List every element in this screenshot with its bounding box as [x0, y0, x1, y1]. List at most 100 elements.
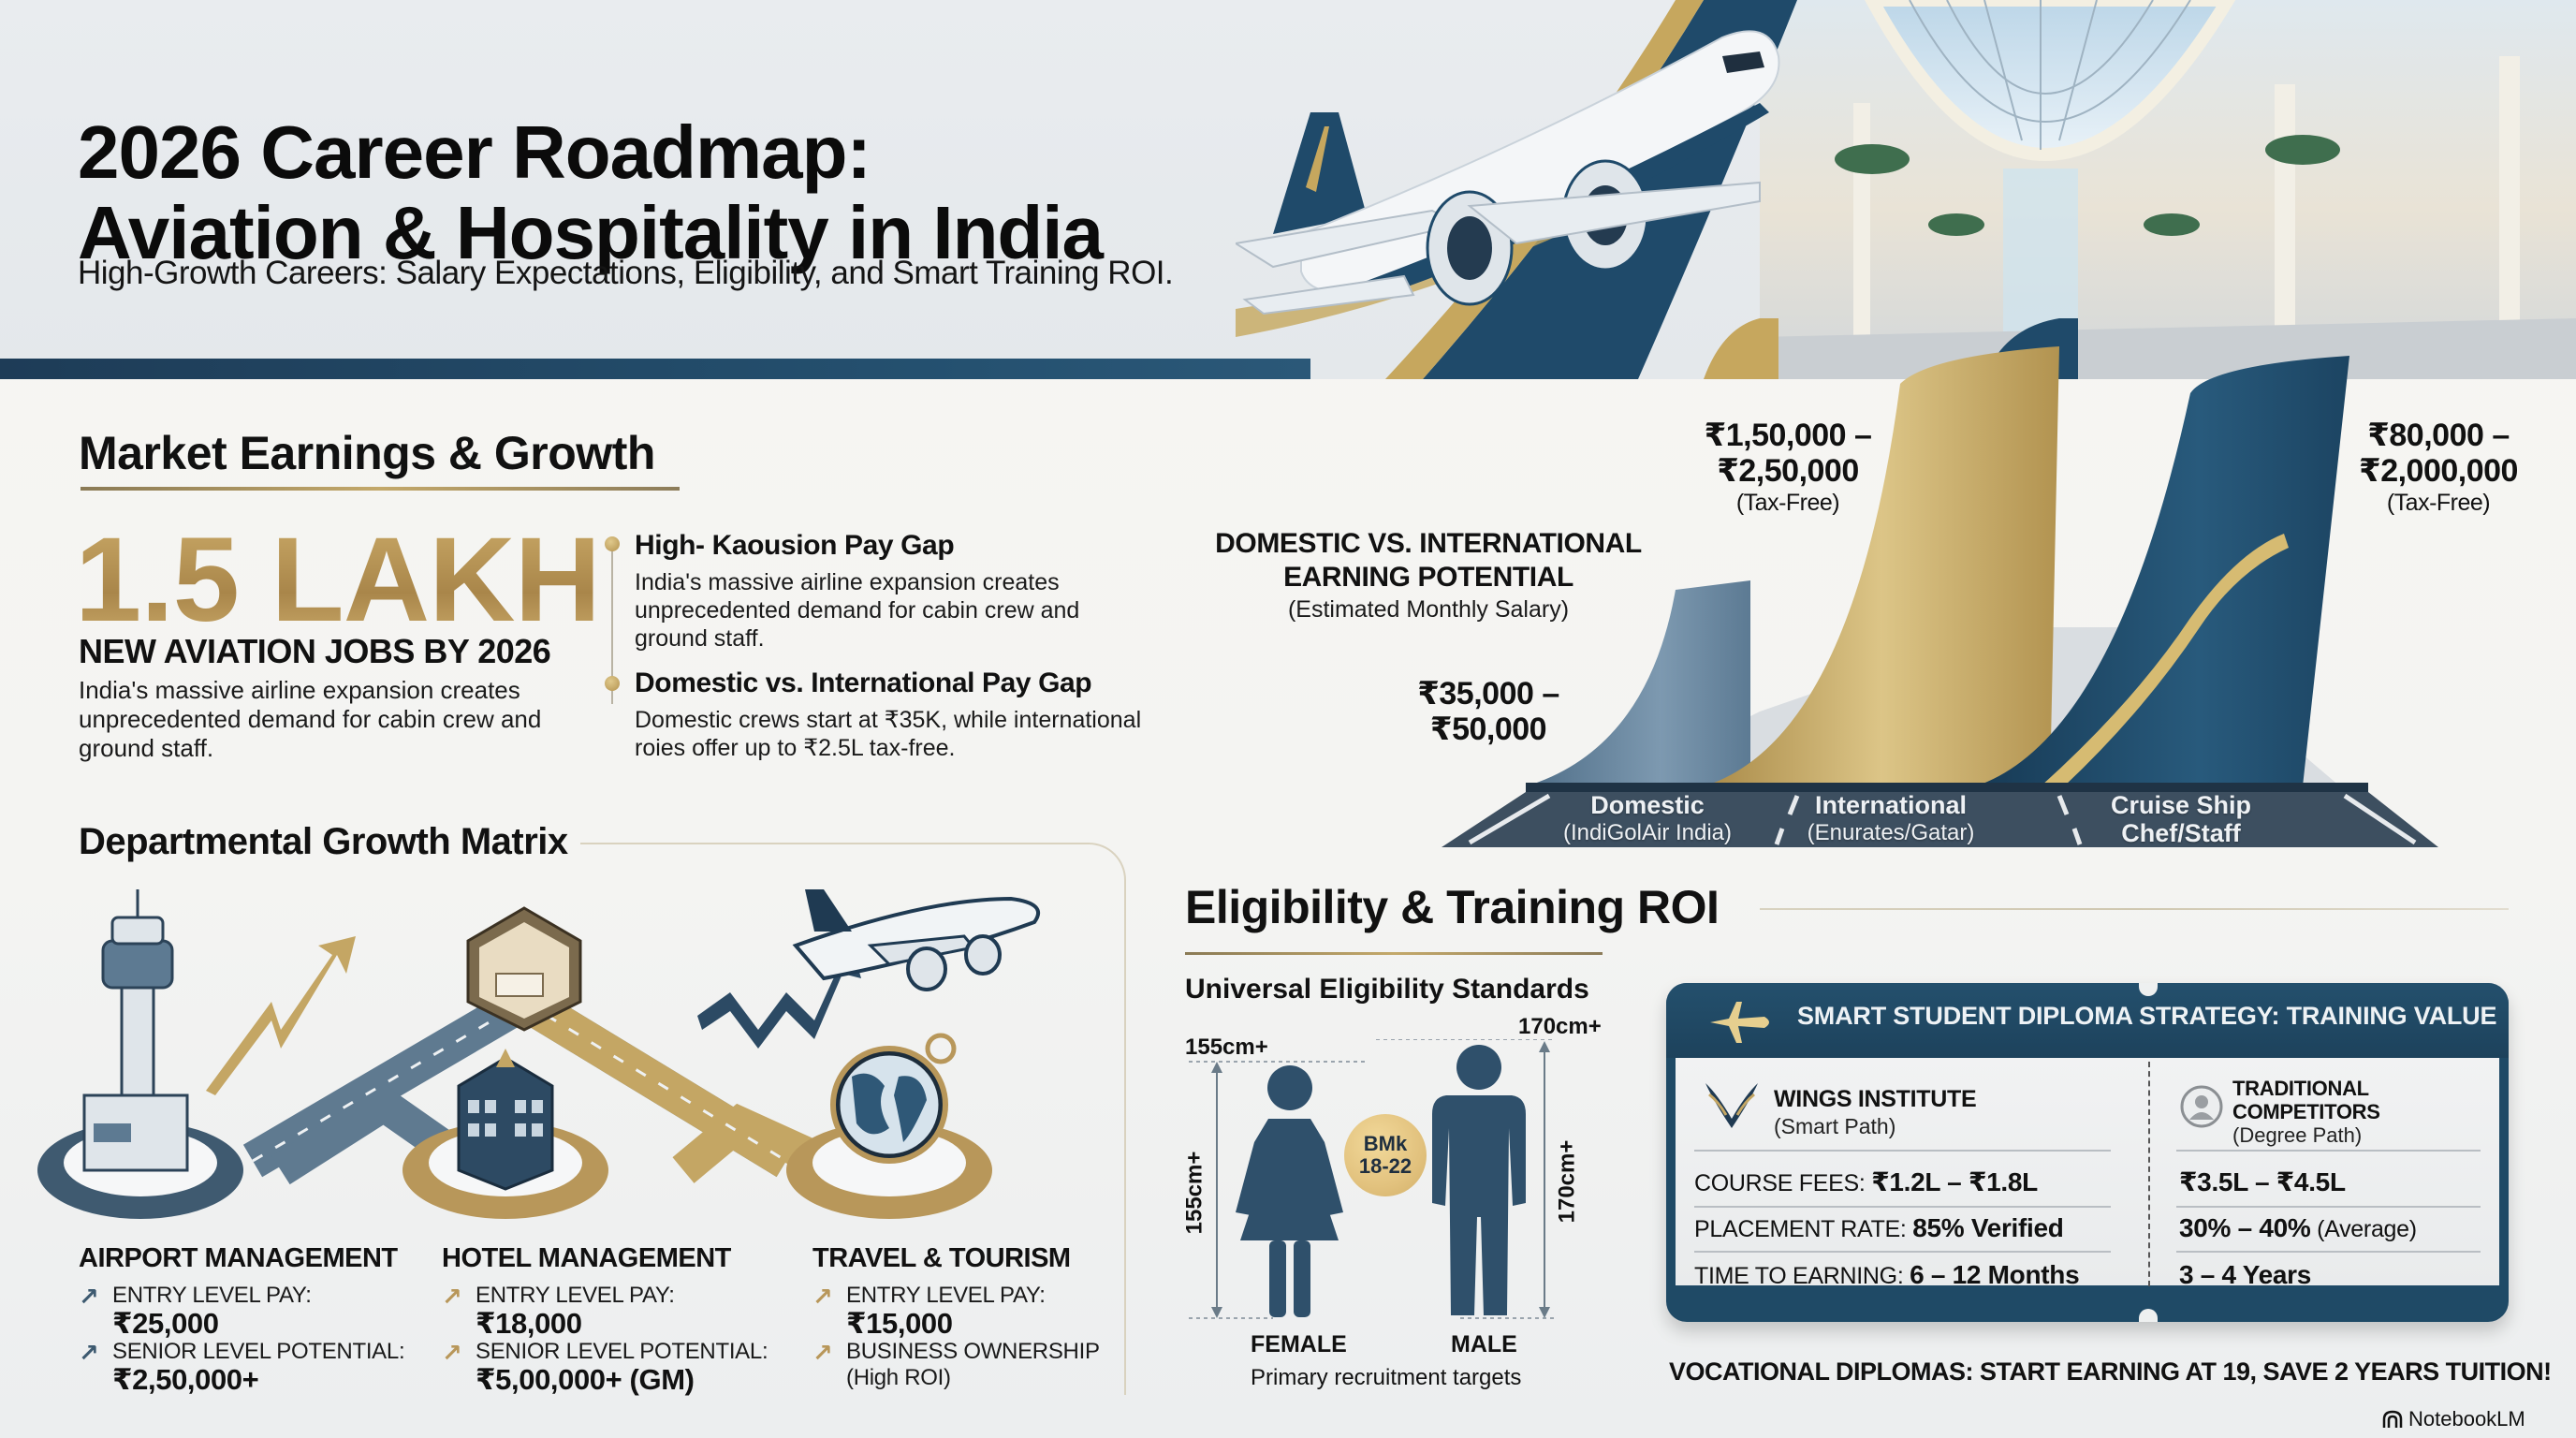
control-tower-icon	[82, 889, 189, 1172]
dept-senior-value: (High ROI)	[846, 1365, 951, 1390]
bmi-badge: BMk 18-22	[1344, 1114, 1427, 1196]
competitors-path: (Degree Path)	[2232, 1123, 2363, 1147]
ticket-perforation	[2148, 1062, 2150, 1286]
eligibility-extension-rule	[1760, 908, 2509, 910]
dept-entry-label: ENTRY LEVEL PAY:	[846, 1283, 1046, 1308]
market-heading: Market Earnings & Growth	[79, 427, 655, 479]
trend-up-arrow-icon: ↗	[79, 1283, 99, 1311]
wings-placement-rate: PLACEMENT RATE: 85% Verified	[1694, 1213, 2064, 1242]
wings-time-to-earning: TIME TO EARNING: 6 – 12 Months	[1694, 1260, 2080, 1289]
airplane-icon	[1236, 30, 1780, 315]
notebooklm-logo-icon	[2382, 1410, 2403, 1428]
airplane-icon	[1710, 1002, 1769, 1043]
jobs-stat-body: India's massive airline expansion create…	[79, 676, 542, 762]
trend-up-arrow-icon: ↗	[79, 1339, 99, 1367]
hero-header: 2026 Career Roadmap: Aviation & Hospital…	[0, 0, 2576, 379]
matrix-frame	[580, 843, 1126, 1395]
trend-up-arrow-icon: ↗	[812, 1283, 833, 1311]
cruise-salary-label: ₹80,000 – ₹2,000,000 (Tax-Free)	[2359, 418, 2518, 516]
matrix-heading: Departmental Growth Matrix	[79, 821, 568, 862]
chart-subtitle: (Estimated Monthly Salary)	[1287, 596, 1570, 623]
ticket-header	[1666, 983, 2509, 1058]
dept-senior-label: SENIOR LEVEL POTENTIAL:	[112, 1339, 405, 1364]
female-height-vertical-label: 155cm+	[1181, 1151, 1208, 1235]
user-avatar-icon	[2180, 1085, 2223, 1128]
international-salary-label: ₹1,50,000 – ₹2,50,000 (Tax-Free)	[1704, 418, 1872, 516]
page-subtitle: High-Growth Careers: Salary Expectations…	[78, 255, 1174, 291]
male-label: MALE	[1451, 1331, 1517, 1357]
ticket-rule	[2176, 1150, 2481, 1152]
ticket-rule	[1694, 1206, 2111, 1208]
ticket-notch-bottom	[2139, 1309, 2158, 1322]
competitors-placement-rate: 30% – 40% (Average)	[2179, 1213, 2417, 1242]
dept-senior-value: ₹5,00,000+ (GM)	[476, 1363, 695, 1396]
earnings-tail-chart	[1442, 346, 2438, 847]
dept-senior-value: ₹2,50,000+	[112, 1363, 259, 1396]
bullet-dot-icon	[605, 536, 620, 551]
page-title: 2026 Career Roadmap: Aviation & Hospital…	[78, 110, 1104, 274]
domestic-tail-bar	[1526, 580, 1750, 786]
growth-map-illustration	[37, 889, 1041, 1219]
ticket-title: SMART STUDENT DIPLOMA STRATEGY: TRAINING…	[1797, 1002, 2497, 1030]
ticket-rule	[1694, 1251, 2111, 1253]
cruise-tail-bar	[1975, 356, 2349, 786]
vocational-cta: VOCATIONAL DIPLOMAS: START EARNING AT 19…	[1669, 1357, 2552, 1386]
dept-title: HOTEL MANAGEMENT	[442, 1243, 731, 1273]
dept-entry-value: ₹15,000	[846, 1307, 953, 1340]
hotel-icon	[457, 1049, 554, 1191]
bullet-connector	[611, 545, 613, 704]
bullet-body-2: Domestic crews start at ₹35K, while inte…	[635, 707, 1142, 761]
male-figure-icon	[1432, 1045, 1526, 1315]
airplane-icon	[792, 889, 1041, 991]
jobs-stat-caption: NEW AVIATION JOBS BY 2026	[79, 632, 551, 670]
bedroom-icon	[466, 906, 582, 1032]
airplane-hotel-lobby-illustration	[1236, 0, 2576, 379]
domestic-salary-label: ₹35,000 – ₹50,000	[1417, 676, 1559, 747]
height-figures	[1189, 1039, 1554, 1319]
title-line-2: Aviation & Hospitality in India	[78, 191, 1104, 274]
dept-entry-label: ENTRY LEVEL PAY:	[112, 1283, 312, 1308]
female-height-top-label: 155cm+	[1185, 1034, 1268, 1060]
competitors-name: TRADITIONAL COMPETITORS	[2232, 1077, 2380, 1123]
bullet-body-1: India's massive airline expansion create…	[635, 569, 1080, 652]
diploma-strategy-ticket: SMART STUDENT DIPLOMA STRATEGY: TRAINING…	[1666, 983, 2509, 1322]
dept-title: TRAVEL & TOURISM	[812, 1243, 1071, 1273]
ticket-body	[1676, 1058, 2499, 1285]
male-height-vertical-label: 170cm+	[1554, 1139, 1580, 1224]
eligibility-standards-heading: Universal Eligibility Standards	[1185, 974, 1589, 1005]
wings-institute-logo-icon	[1705, 1083, 1758, 1128]
international-tail-bar	[1704, 346, 2059, 786]
trend-up-arrow-icon: ↗	[812, 1339, 833, 1367]
dept-entry-value: ₹25,000	[112, 1307, 219, 1340]
ticket-rule	[2176, 1251, 2481, 1253]
dept-senior-label: SENIOR LEVEL POTENTIAL:	[476, 1339, 768, 1364]
header-stripe	[0, 359, 1310, 379]
bullet-dot-icon	[605, 676, 620, 691]
trend-up-arrow-icon: ↗	[442, 1339, 462, 1367]
recruitment-caption: Primary recruitment targets	[1251, 1365, 1522, 1390]
competitors-course-fees: ₹3.5L – ₹4.5L	[2179, 1167, 2346, 1196]
ticket-rule	[2176, 1206, 2481, 1208]
market-heading-rule	[80, 487, 680, 491]
bullet-title-2: Domestic vs. International Pay Gap	[635, 668, 1092, 698]
runway-label-international: International (Enurates/Gatar)	[1807, 791, 1975, 845]
trend-up-arrow-icon: ↗	[442, 1283, 462, 1311]
competitors-time-to-earning: 3 – 4 Years	[2179, 1260, 2311, 1289]
dept-senior-label: BUSINESS OWNERSHIP	[846, 1339, 1100, 1364]
chart-title: DOMESTIC VS. INTERNATIONAL EARNING POTEN…	[1213, 527, 1644, 594]
male-height-top-label: 170cm+	[1518, 1014, 1602, 1039]
title-line-1: 2026 Career Roadmap:	[78, 110, 871, 194]
bullet-title-1: High- Kaousion Pay Gap	[635, 530, 955, 561]
female-figure-icon	[1236, 1065, 1343, 1317]
ticket-rule	[1694, 1150, 2111, 1152]
female-label: FEMALE	[1251, 1331, 1347, 1357]
chart-title-line-1: DOMESTIC VS. INTERNATIONAL	[1215, 528, 1642, 559]
wings-institute-path: (Smart Path)	[1774, 1114, 1896, 1138]
chart-title-line-2: EARNING POTENTIAL	[1283, 562, 1573, 593]
runway-label-domestic: Domestic (IndiGolAir India)	[1562, 791, 1733, 845]
wings-institute-name: WINGS INSTITUTE	[1774, 1086, 1977, 1112]
globe-icon	[830, 1033, 957, 1164]
eligibility-heading-rule	[1185, 952, 1603, 955]
ticket-notch-top	[2139, 983, 2158, 996]
dept-entry-value: ₹18,000	[476, 1307, 582, 1340]
